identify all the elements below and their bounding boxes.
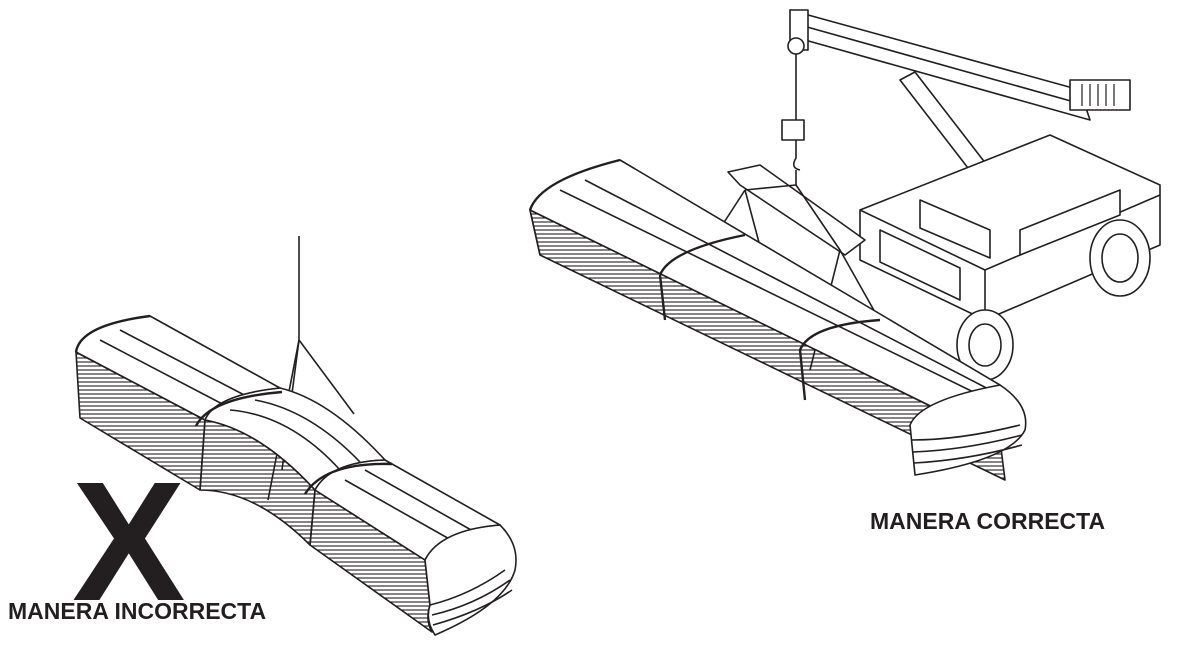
correct-method-label: MANERA CORRECTA — [870, 508, 1106, 534]
incorrect-method-label: MANERA INCORRECTA — [8, 598, 267, 624]
incorrect-lift-illustration — [74, 236, 517, 636]
crane-truck-icon — [781, 9, 1161, 381]
spreader-beam — [727, 164, 866, 256]
sagging-bundle-icon — [74, 314, 517, 636]
incorrect-x-mark: X — [72, 447, 186, 637]
straight-bundle-icon — [528, 158, 1027, 481]
correct-lift-illustration — [528, 9, 1161, 481]
